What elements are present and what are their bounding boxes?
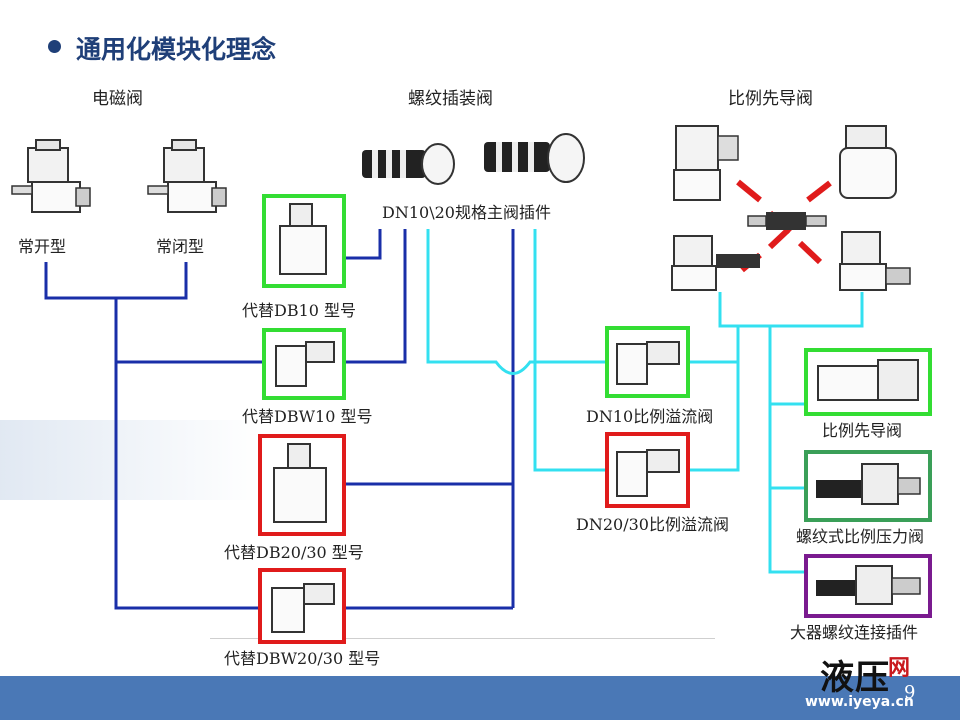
cartridge-insert-label: DN10\20规格主阀插件 — [382, 203, 551, 222]
amplifier-connector-icon — [816, 565, 921, 605]
replace-dbw10-label: 代替DBW10 型号 — [242, 407, 373, 426]
group-proportional-label: 比例先导阀 — [728, 89, 813, 109]
normally-closed-label: 常闭型 — [156, 237, 205, 256]
dn10-relief-box — [605, 326, 690, 398]
watermark-url: www.iyeya.cn — [805, 694, 914, 710]
amplifier-insert-label: 大器螺纹连接插件 — [790, 623, 919, 642]
threaded-proportional-valve-icon — [816, 463, 921, 505]
replace-db10-label: 代替DB10 型号 — [242, 301, 357, 320]
solenoid-valve-closed-icon — [147, 139, 227, 213]
solenoid-valve-open-icon — [11, 139, 91, 213]
proportional-pilot-block-icon — [817, 359, 919, 401]
page-number: 9 — [904, 682, 916, 703]
replace-db2030-label: 代替DB20/30 型号 — [224, 543, 364, 562]
footer-band — [0, 676, 960, 720]
amplifier-insert-box — [804, 554, 932, 618]
cyan-wires — [426, 229, 864, 574]
prop-pilot-box — [804, 348, 932, 416]
relief-valve-icon — [279, 203, 327, 275]
dn2030-relief-box — [605, 432, 690, 508]
dbw2030-valve-box — [258, 568, 346, 644]
dn2030-relief-label: DN20/30比例溢流阀 — [576, 515, 729, 534]
cartridge-valve-large-icon — [484, 133, 585, 183]
coil-icon — [839, 125, 897, 199]
group-solenoid-label: 电磁阀 — [92, 89, 143, 109]
dark-blue-wires — [44, 229, 515, 610]
threaded-prop-pressure-box — [804, 450, 932, 522]
relief-valve-large-icon — [273, 443, 327, 523]
db10-valve-box — [262, 194, 346, 288]
normally-open-label: 常开型 — [18, 237, 67, 256]
divider-line — [210, 638, 715, 639]
proportional-pilot-valve-icon — [673, 125, 739, 201]
slide-title: 通用化模块化理念 — [76, 35, 277, 64]
watermark-logo-net: 网 — [888, 656, 911, 681]
solenoid-relief-valve-icon — [275, 341, 335, 387]
dbw10-valve-box — [262, 328, 346, 400]
proportional-cartridge-icon — [747, 212, 827, 230]
db2030-valve-box — [258, 434, 346, 536]
group-cartridge-label: 螺纹插装阀 — [408, 89, 493, 109]
prop-pilot-label: 比例先导阀 — [822, 421, 903, 440]
proportional-relief-valve-large-icon — [616, 449, 680, 497]
watermark-logo: 液压 — [820, 658, 890, 698]
background-fade — [0, 420, 260, 500]
proportional-valve-right-icon — [839, 231, 911, 291]
dn10-relief-label: DN10比例溢流阀 — [586, 407, 714, 426]
replace-dbw2030-label: 代替DBW20/30 型号 — [224, 649, 381, 668]
proportional-relief-valve-icon — [616, 341, 680, 385]
proportional-valve-left-icon — [671, 235, 760, 291]
solenoid-relief-valve-large-icon — [271, 583, 335, 633]
threaded-prop-pressure-label: 螺纹式比例压力阀 — [796, 527, 925, 546]
title-bullet — [48, 40, 61, 53]
cartridge-valve-icon — [362, 143, 455, 185]
